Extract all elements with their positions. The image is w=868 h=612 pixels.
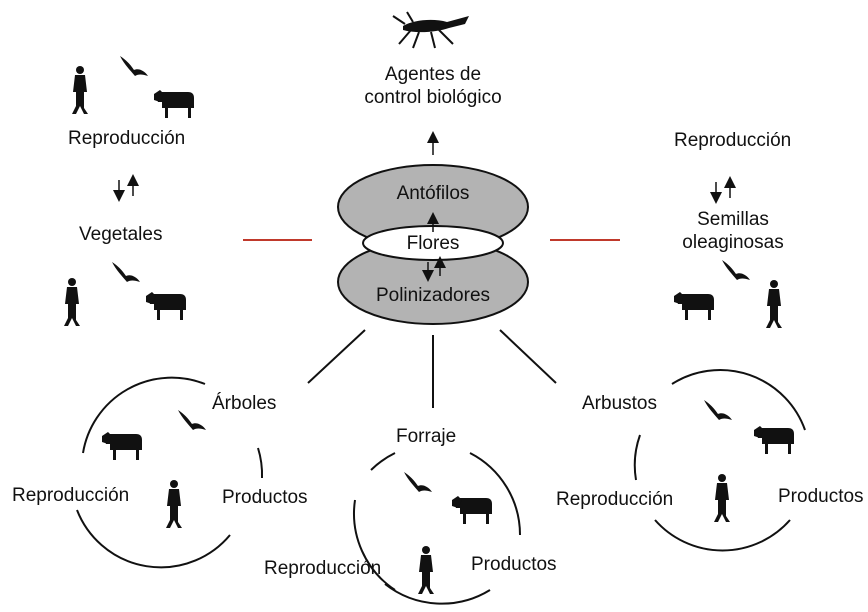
bird-icon <box>704 400 732 420</box>
person-icon <box>418 546 434 594</box>
cycle-trees-left: Reproducción <box>12 485 130 506</box>
cow-icon <box>154 90 194 118</box>
left-reproduction-label: Reproducción <box>68 128 186 149</box>
anthophiles-label: Antófilos <box>396 183 470 204</box>
top-title-line1: Agentes de <box>384 64 482 85</box>
cycle-shrubs-title: Arbustos <box>582 393 657 414</box>
right-main-line2: oleaginosas <box>682 232 784 253</box>
cycle-forage-right: Productos <box>471 554 557 575</box>
cow-icon <box>674 292 714 320</box>
cycle-forage-arc <box>469 452 522 536</box>
cow-icon <box>102 432 142 460</box>
bird-icon <box>404 472 432 492</box>
cow-icon <box>146 292 186 320</box>
person-icon <box>766 280 782 328</box>
cycle-forage-title: Forraje <box>396 426 457 447</box>
cycle-trees-arc <box>76 509 231 569</box>
bird-icon <box>178 410 206 430</box>
connector-to-trees <box>307 329 366 384</box>
cycle-forage-arc <box>353 499 396 591</box>
top-title-line2: control biológico <box>364 87 502 108</box>
bird-icon <box>120 56 148 76</box>
cycle-shrubs-arc <box>671 369 806 431</box>
person-icon <box>714 474 730 522</box>
cycle-shrubs-arc <box>633 434 641 481</box>
insect-icon <box>392 11 469 49</box>
cow-icon <box>754 426 794 454</box>
right-main-line1: Semillas <box>697 209 769 230</box>
cycle-shrubs-arc <box>654 519 791 552</box>
cycle-trees-arc <box>257 447 264 479</box>
person-icon <box>64 278 80 326</box>
bird-icon <box>722 260 750 280</box>
cow-icon <box>452 496 492 524</box>
left-main-label: Vegetales <box>79 224 163 245</box>
flowers-label: Flores <box>406 233 460 254</box>
person-icon <box>166 480 182 528</box>
person-icon <box>72 66 88 114</box>
cycle-shrubs-left: Reproducción <box>556 489 674 510</box>
connector-to-shrubs <box>499 329 557 384</box>
cycle-trees-title: Árboles <box>212 393 277 414</box>
cycle-forage-arc <box>384 583 491 605</box>
cycle-trees-right: Productos <box>222 487 308 508</box>
pollinators-label: Polinizadores <box>375 285 491 306</box>
cycle-forage-left: Reproducción <box>264 558 382 579</box>
cycle-shrubs-right: Productos <box>778 486 864 507</box>
cycle-forage-arc <box>370 452 396 471</box>
cycle-trees-arc <box>82 376 206 454</box>
right-reproduction-label: Reproducción <box>674 130 792 151</box>
bird-icon <box>112 262 140 282</box>
